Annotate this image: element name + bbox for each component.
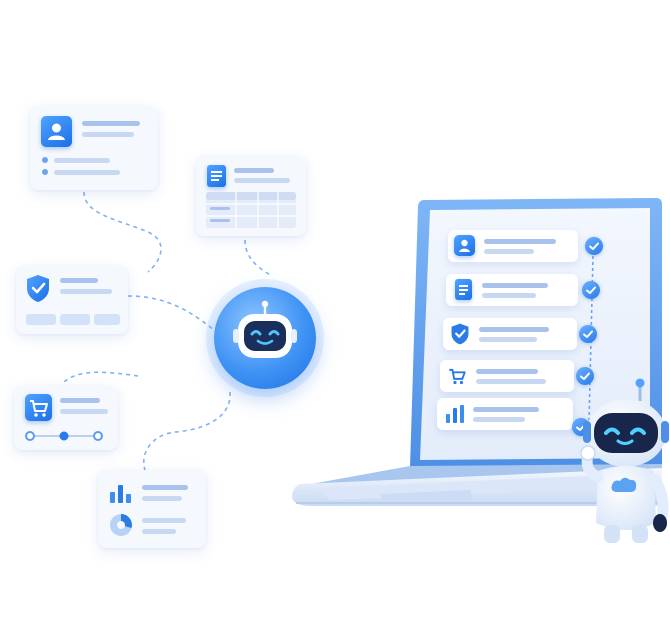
placeholder-line — [142, 496, 182, 501]
placeholder-line — [234, 178, 290, 183]
placeholder-button — [26, 314, 56, 325]
placeholder-line — [54, 158, 110, 163]
placeholder-line — [142, 529, 176, 534]
placeholder-line — [473, 407, 539, 412]
placeholder-line — [82, 121, 140, 126]
placeholder-line — [142, 485, 188, 490]
placeholder-button — [94, 314, 120, 325]
checkmark-icon — [576, 367, 594, 385]
checkmark-icon — [579, 325, 597, 343]
placeholder-line — [142, 518, 186, 523]
pie-chart-icon — [110, 514, 132, 536]
user-icon — [41, 116, 72, 147]
placeholder-line — [234, 168, 274, 173]
bar-chart-icon — [110, 485, 131, 503]
placeholder-button — [60, 314, 90, 325]
placeholder-line — [476, 379, 546, 384]
analytics-card — [98, 470, 206, 548]
security-card — [16, 266, 128, 334]
shield-check-icon — [27, 275, 49, 302]
placeholder-line — [60, 289, 112, 294]
bar-chart-icon — [446, 405, 464, 423]
placeholder-line — [484, 239, 556, 244]
robot-icon — [233, 300, 297, 358]
cart-icon — [25, 394, 52, 421]
document-icon — [455, 279, 472, 300]
checklist-item — [446, 274, 578, 306]
placeholder-line — [482, 283, 548, 288]
placeholder-line — [479, 337, 537, 342]
document-card — [196, 156, 306, 236]
table-grid — [206, 192, 296, 228]
checkmark-icon — [582, 281, 600, 299]
bullet-dot — [42, 169, 48, 175]
bullet-dot — [42, 157, 48, 163]
checklist-item — [440, 360, 574, 392]
placeholder-line — [479, 327, 549, 332]
placeholder-line — [473, 417, 525, 422]
cart-icon — [449, 368, 466, 385]
shield-check-icon — [451, 323, 469, 345]
checklist-item — [443, 318, 577, 350]
placeholder-line — [54, 170, 120, 175]
checklist-item — [448, 230, 578, 262]
profile-card — [30, 106, 158, 190]
shopping-card — [14, 386, 118, 450]
checklist-item — [437, 398, 573, 430]
assistant-hub — [214, 287, 316, 389]
placeholder-line — [476, 369, 538, 374]
user-icon — [454, 235, 475, 256]
placeholder-line — [82, 132, 134, 137]
progress-track — [25, 431, 103, 441]
placeholder-line — [60, 278, 98, 283]
checkmark-icon — [585, 237, 603, 255]
placeholder-line — [60, 409, 108, 414]
robot-mascot — [580, 378, 669, 543]
document-icon — [207, 165, 226, 187]
placeholder-line — [482, 293, 536, 298]
placeholder-line — [484, 249, 534, 254]
placeholder-line — [60, 398, 100, 403]
